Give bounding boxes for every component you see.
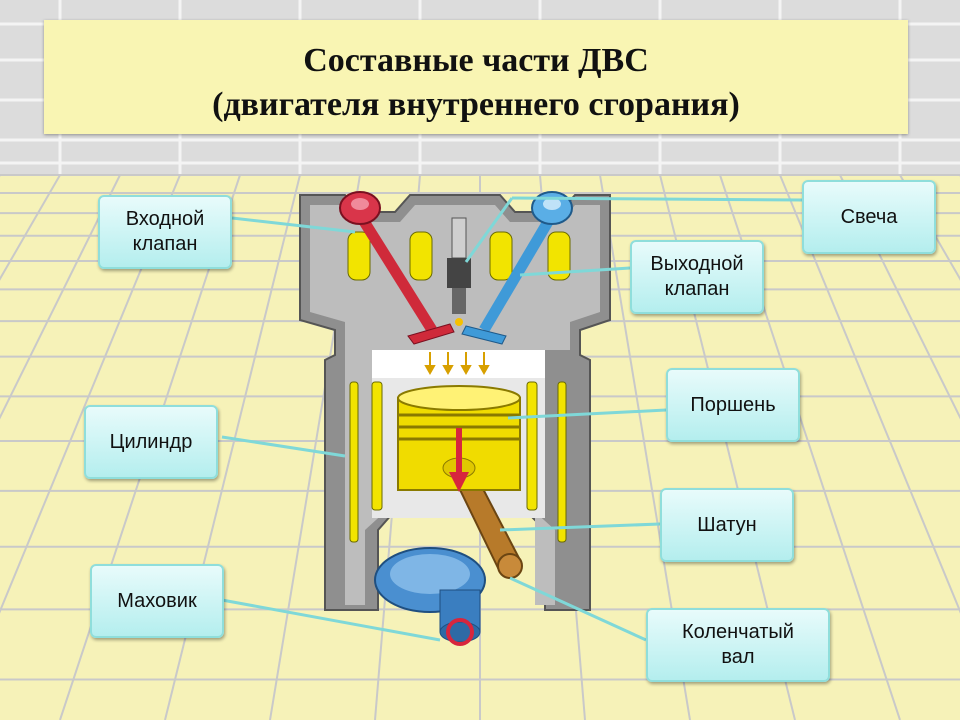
label-cylinder: Цилиндр bbox=[84, 405, 218, 479]
label-crankshaft-line1: Коленчатый bbox=[682, 621, 794, 643]
pressure-arrows bbox=[424, 352, 490, 376]
label-connecting-rod-text: Шатун bbox=[697, 513, 757, 536]
label-piston: Поршень bbox=[666, 368, 800, 442]
title-line-2: (двигателя внутреннего сгорания) bbox=[212, 86, 740, 123]
label-cylinder-text: Цилиндр bbox=[109, 430, 193, 453]
intake-valve bbox=[339, 191, 455, 345]
label-exhaust-valve-line2: клапан bbox=[664, 278, 730, 300]
label-crankshaft-line2: вал bbox=[721, 646, 755, 668]
spark-plug bbox=[447, 217, 471, 326]
exhaust-valve bbox=[461, 191, 573, 345]
label-exhaust-valve: Выходной клапан bbox=[630, 240, 764, 314]
label-flywheel-text: Маховик bbox=[117, 589, 197, 612]
title-line-1: Составные части ДВС bbox=[303, 42, 649, 79]
label-piston-text: Поршень bbox=[690, 393, 776, 416]
leader-lines bbox=[221, 196, 803, 642]
label-intake-valve-line1: Входной bbox=[125, 208, 205, 230]
piston bbox=[397, 385, 521, 492]
label-flywheel: Маховик bbox=[90, 564, 224, 638]
title-box: Составные части ДВС (двигателя внутренне… bbox=[44, 20, 908, 134]
label-crankshaft: Коленчатый вал bbox=[646, 608, 830, 682]
label-spark-plug: Свеча bbox=[802, 180, 936, 254]
coolant-channels bbox=[347, 231, 571, 543]
label-intake-valve-line2: клапан bbox=[132, 233, 198, 255]
label-connecting-rod: Шатун bbox=[660, 488, 794, 562]
label-spark-plug-text: Свеча bbox=[840, 205, 898, 228]
crankshaft bbox=[374, 547, 486, 646]
label-intake-valve: Входной клапан bbox=[98, 195, 232, 269]
label-exhaust-valve-line1: Выходной bbox=[650, 253, 744, 275]
